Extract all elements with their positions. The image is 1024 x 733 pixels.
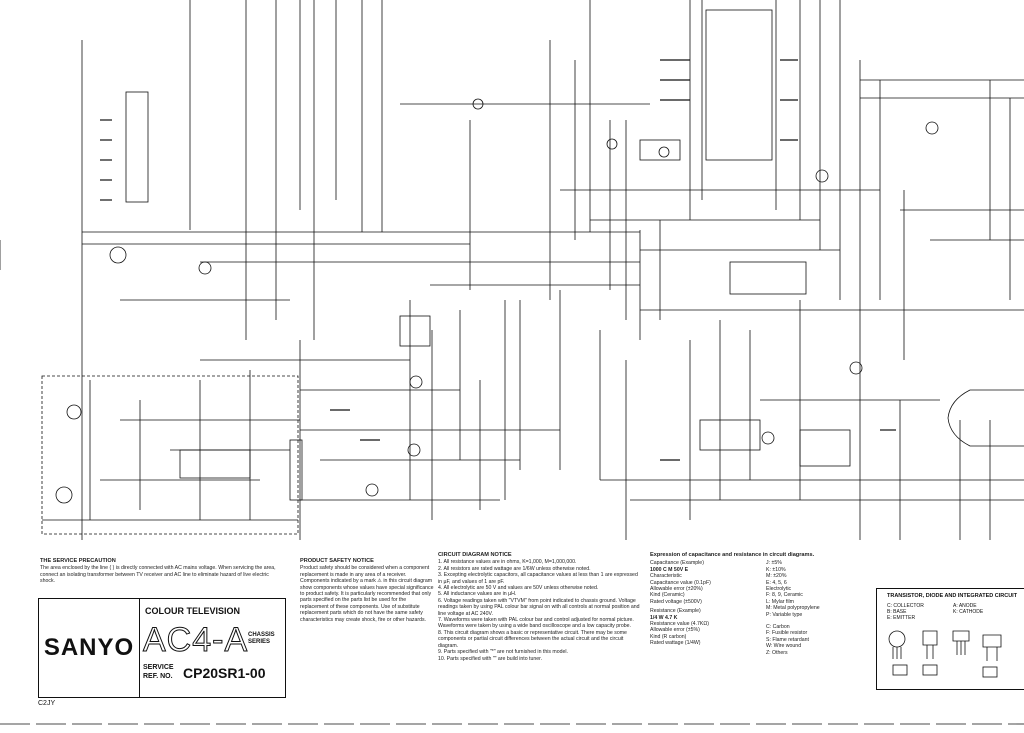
document-code: C2JY <box>38 700 56 707</box>
circuit-notice-item: 3. Excepting electrolytic capacitors, al… <box>438 572 638 585</box>
res-code: F: Fusible resistor <box>766 630 808 637</box>
circuit-diagram-notice: CIRCUIT DIAGRAM NOTICE 1. All resistance… <box>438 552 640 662</box>
expression-legend: Expression of capacitance and resistance… <box>650 552 870 656</box>
pin-legend-left: C: COLLECTOR B: BASE E: EMITTER <box>887 603 924 621</box>
cap-code: K: ±10% <box>766 566 786 573</box>
circuit-notice-item: 1. All resistance values are in ohms, K=… <box>438 559 577 566</box>
service-precaution-text: The area enclosed by the line ( ) is dir… <box>40 565 276 585</box>
circuit-notice-item: 5. All inductance values are in µH. <box>438 591 517 598</box>
ref-no-label: REF. NO. <box>143 673 173 680</box>
circuit-notice-item: 4. All electrolytic are 50 V and values … <box>438 585 599 592</box>
product-type: COLOUR TELEVISION <box>145 606 241 616</box>
service-precaution-heading: THE SERVICE PRECAUTION <box>40 558 116 564</box>
product-safety-text: Product safety should be considered when… <box>300 565 434 623</box>
cap-example: 1000 C M 50V E <box>650 566 689 573</box>
circuit-notice-item: 6. Voltage readings taken with "VTVM" fr… <box>438 597 640 617</box>
cap-code: M: Metal polypropylene <box>766 605 820 612</box>
expression-legend-heading: Expression of capacitance and resistance… <box>650 552 815 558</box>
pin-base: B: BASE <box>887 609 907 615</box>
series-label: SERIES <box>248 639 271 645</box>
res-label: Rated wattage (1/4W) <box>650 640 701 647</box>
cap-label: Kind (Ceramic) <box>650 592 685 599</box>
title-block: SANYO COLOUR TELEVISION AC4-A CHASSIS SE… <box>38 598 286 698</box>
circuit-notice-item: 7. Waveforms were taken with PAL colour … <box>438 617 634 630</box>
chassis-model: AC4-A <box>142 621 249 660</box>
res-code: C: Carbon <box>766 624 790 631</box>
product-safety-heading: PRODUCT SAFETY NOTICE <box>300 558 374 564</box>
cap-label: Rated voltage (±500V) <box>650 598 702 605</box>
cap-code: E: 4, 5, 6 <box>766 579 787 586</box>
service-precaution-note: THE SERVICE PRECAUTION The area enclosed… <box>40 558 280 585</box>
circuit-notice-item: 8. This circuit diagram shows a basic or… <box>438 629 627 649</box>
circuit-notice-item: 9. Parts specified with "*" are not furn… <box>438 649 568 656</box>
cap-code: P: Variable type <box>766 611 803 618</box>
res-code: Z: Others <box>766 649 788 656</box>
cap-code: M: ±20% <box>766 573 787 580</box>
res-code: W: Wire wound <box>766 643 802 650</box>
res-example-label: Resistance (Example) <box>650 608 701 615</box>
service-ref-label: SERVICE REF. NO. <box>143 663 174 681</box>
circuit-notice-heading: CIRCUIT DIAGRAM NOTICE <box>438 552 512 558</box>
cap-example-label: Capacitance (Example) <box>650 560 704 567</box>
cap-label: Characteristic <box>650 573 682 580</box>
transistor-legend-box: TRANSISTOR, DIODE AND INTEGRATED CIRCUIT… <box>876 588 1024 690</box>
pin-legend-right: A: ANODE K: CATHODE <box>953 603 983 615</box>
res-label: Resistance value (4.7KΩ) <box>650 621 709 628</box>
cap-code: J: ±5% <box>766 560 782 567</box>
circuit-notice-item: 2. All resistors are rated wattage are 1… <box>438 565 591 572</box>
brand-name: SANYO <box>43 634 135 661</box>
pin-emitter: E: EMITTER <box>887 615 916 621</box>
chassis-label: CHASSIS <box>248 632 275 638</box>
product-safety-note: PRODUCT SAFETY NOTICE Product safety sho… <box>300 558 434 623</box>
transistor-legend-heading: TRANSISTOR, DIODE AND INTEGRATED CIRCUIT <box>887 593 1018 599</box>
res-label: Kind (R carbon) <box>650 633 687 640</box>
cap-label: Capacitance value (0.1pF) <box>650 579 711 586</box>
service-ref-number: CP20SR1-00 <box>183 665 266 681</box>
package-outlines <box>888 630 1002 678</box>
cap-code: F: 8, 9, Ceramic <box>766 592 803 599</box>
chassis-series-label: CHASSIS SERIES <box>248 632 275 646</box>
res-example: 1/4 W 4.7 K <box>650 614 678 621</box>
res-label: Allowable error (±5%) <box>650 627 700 634</box>
brand-logo: SANYO <box>39 599 140 697</box>
pin-collector: C: COLLECTOR <box>887 603 924 609</box>
res-code: S: Flame retardant <box>766 636 809 643</box>
service-label: SERVICE <box>143 664 174 671</box>
cap-code: L: Mylar film <box>766 598 794 605</box>
cap-label: Allowable error (±20%) <box>650 586 703 593</box>
cap-code: Electrolytic <box>766 586 792 593</box>
circuit-notice-item: 10. Parts specified with "" are build in… <box>438 655 543 662</box>
pin-anode: A: ANODE <box>953 603 977 609</box>
pin-cathode: K: CATHODE <box>953 609 984 615</box>
